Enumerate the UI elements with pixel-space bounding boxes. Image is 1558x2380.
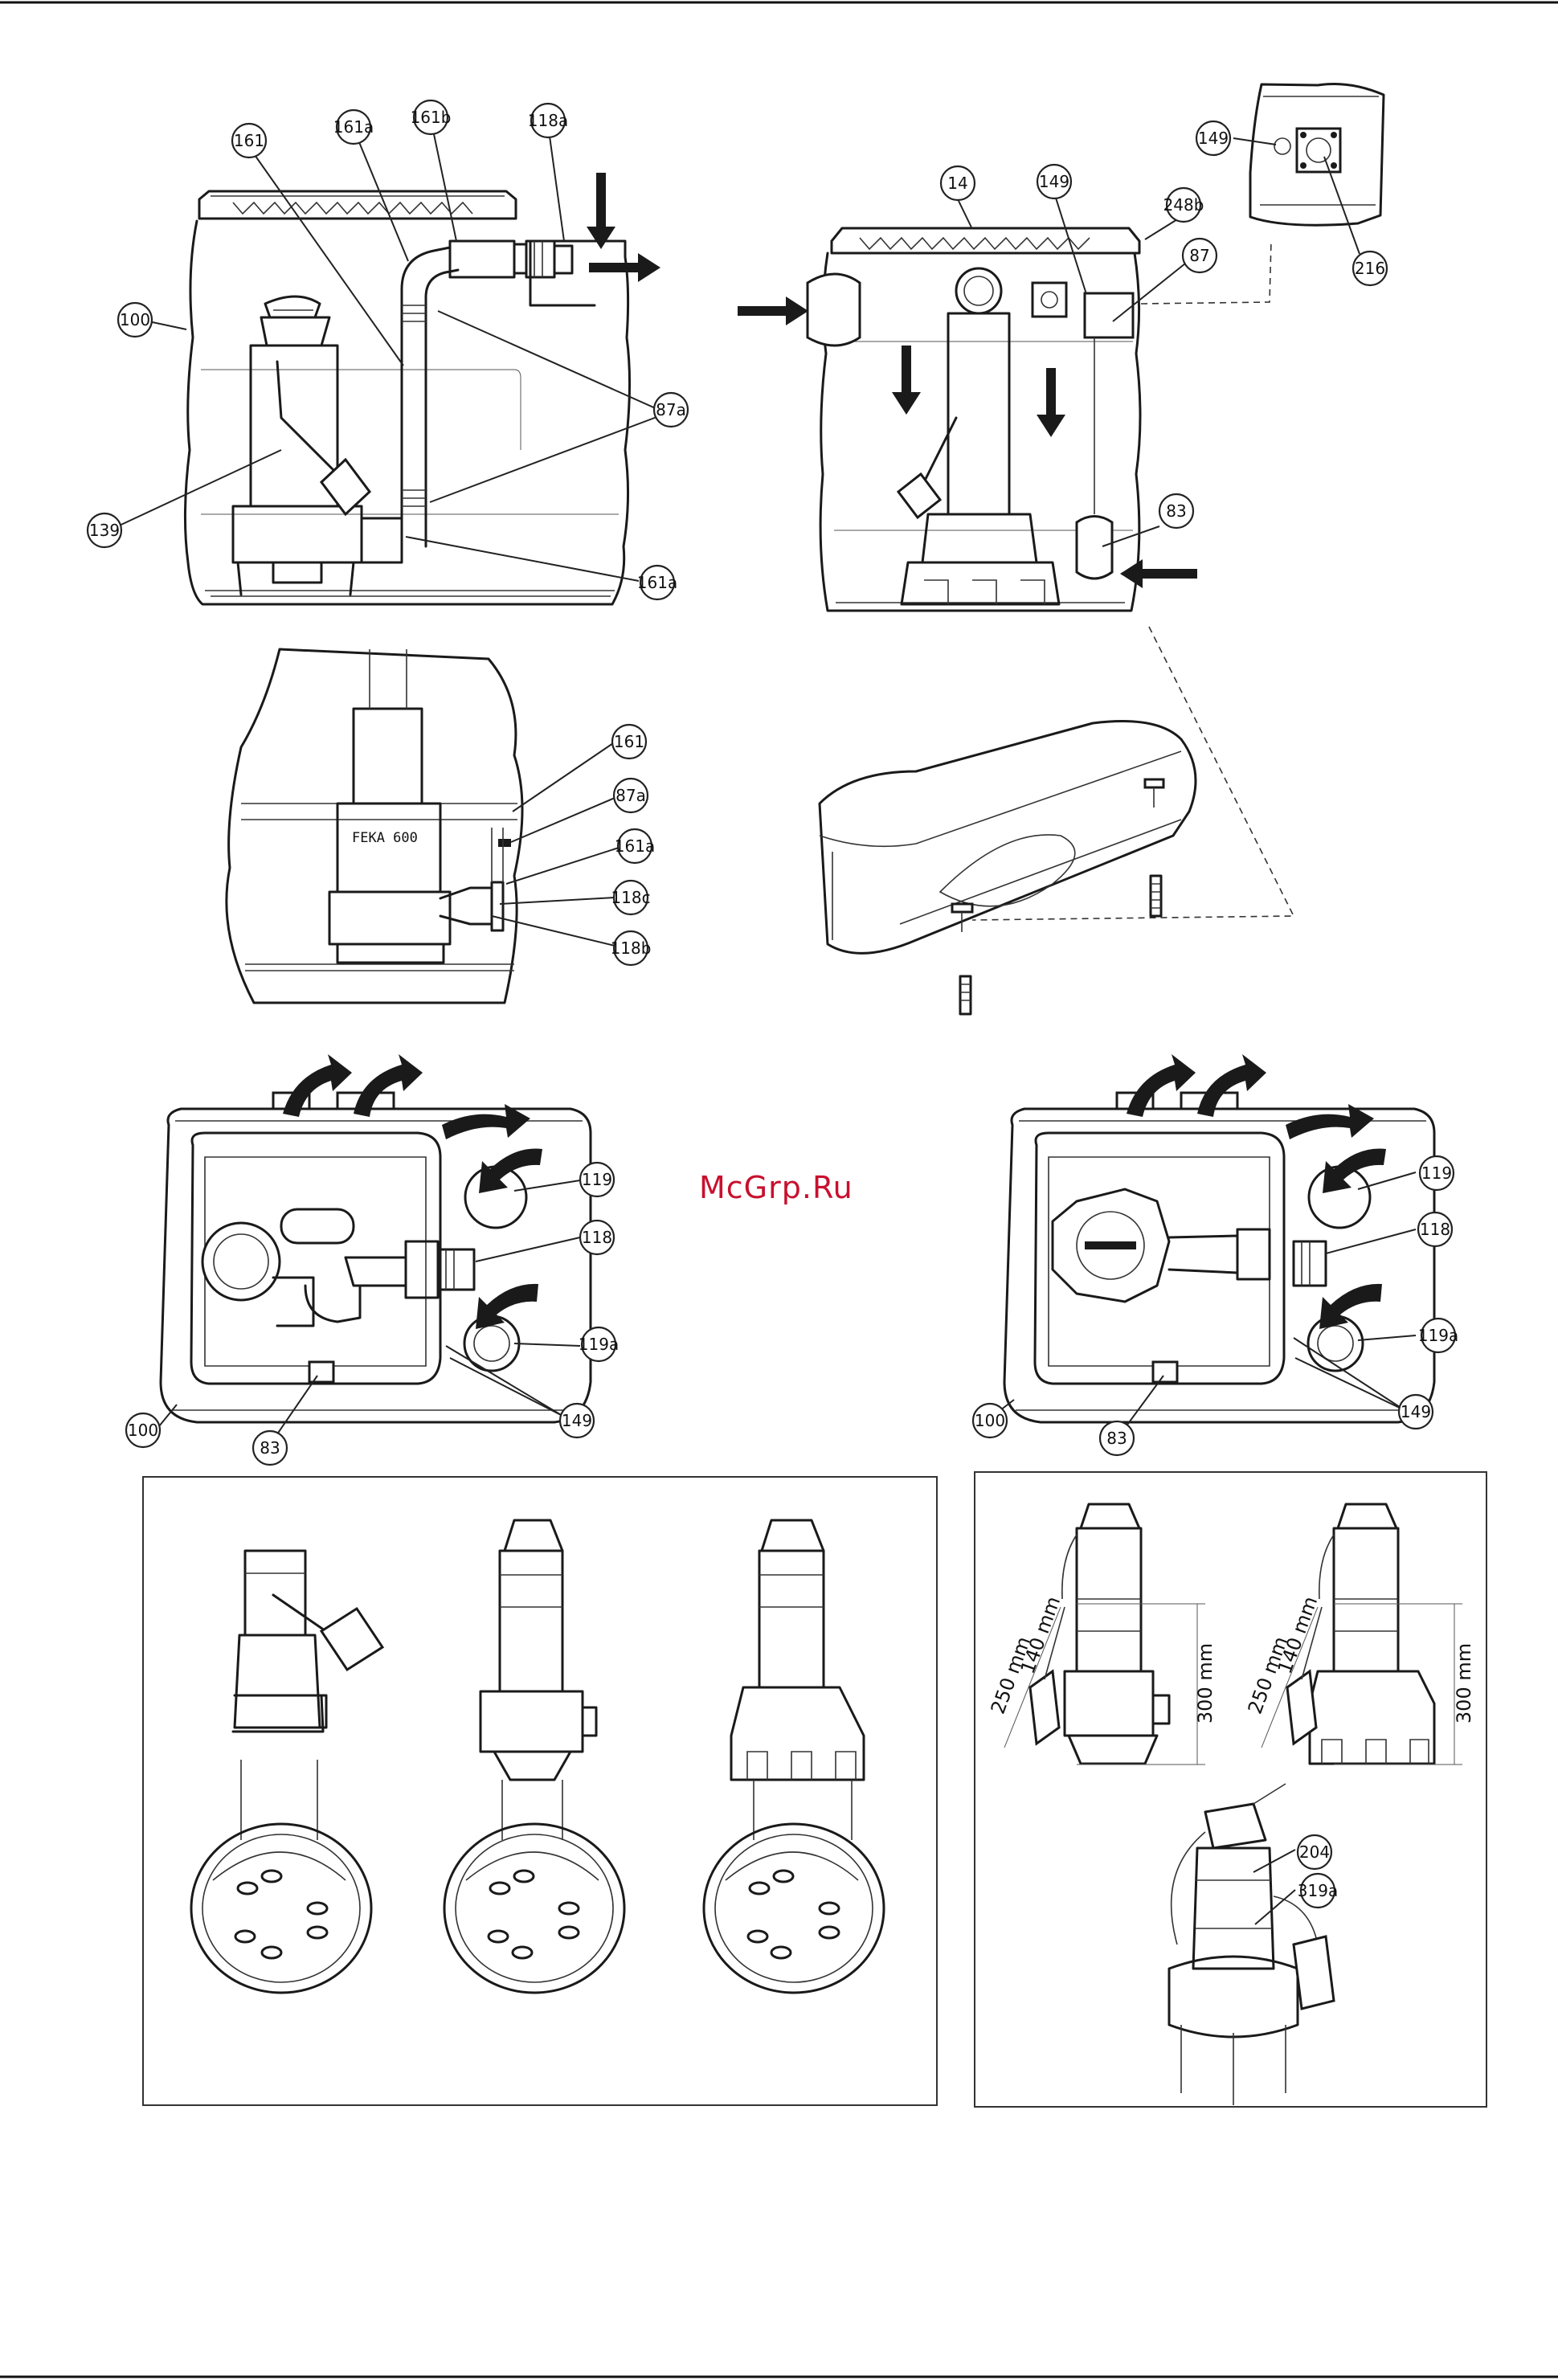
svg-text:216: 216: [1355, 259, 1385, 278]
svg-text:100: 100: [120, 310, 150, 329]
callout-149-inset: 149: [1196, 121, 1230, 155]
dim-140-right: 140 mm: [1274, 1593, 1323, 1677]
svg-text:149: 149: [562, 1411, 592, 1430]
svg-text:100: 100: [975, 1411, 1005, 1430]
svg-text:149: 149: [1039, 172, 1069, 191]
fig-tank-top-view-left: [159, 1054, 591, 1442]
svg-text:118: 118: [1420, 1220, 1450, 1239]
fig-tank-rear-view: [738, 84, 1384, 611]
callout-149: 149: [1037, 165, 1071, 198]
svg-text:87a: 87a: [615, 786, 646, 805]
callout-100-left: 100: [126, 1413, 160, 1447]
svg-text:118a: 118a: [528, 111, 568, 130]
svg-text:161a: 161a: [615, 836, 655, 856]
callout-83-rear: 83: [1159, 494, 1193, 528]
dim-300-right: 300 mm: [1453, 1643, 1475, 1724]
callout-87a-detail: 87a: [614, 779, 648, 812]
callout-204: 204: [1298, 1835, 1331, 1869]
watermark-text: McGrp.Ru: [699, 1170, 853, 1205]
svg-text:119a: 119a: [1418, 1326, 1458, 1345]
svg-text:204: 204: [1299, 1842, 1330, 1862]
dim-140-left: 140 mm: [1016, 1593, 1065, 1677]
callout-83-right: 83: [1100, 1421, 1134, 1455]
fig-tank-side-section: [112, 119, 660, 604]
svg-text:83: 83: [1166, 501, 1186, 521]
svg-text:100: 100: [128, 1421, 158, 1440]
dim-300-left: 300 mm: [1194, 1643, 1217, 1724]
callout-14: 14: [941, 166, 975, 200]
callout-87a: 87a: [654, 393, 688, 427]
callout-248b: 248b: [1163, 188, 1204, 222]
svg-text:83: 83: [1106, 1429, 1127, 1448]
callout-216: 216: [1353, 251, 1387, 285]
svg-text:149: 149: [1401, 1402, 1431, 1421]
callout-119a-left: 119a: [579, 1327, 619, 1361]
callout-119-left: 119: [580, 1163, 614, 1196]
svg-text:118: 118: [582, 1228, 612, 1247]
pump-model-label: FEKA 600: [352, 830, 418, 846]
dimension-labels: 250 mm 140 mm 300 mm 250 mm 140 mm 300 m…: [987, 1593, 1475, 1724]
svg-text:149: 149: [1198, 129, 1229, 148]
svg-text:87a: 87a: [656, 400, 686, 419]
callout-149-left: 149: [560, 1404, 594, 1437]
callout-139: 139: [88, 513, 121, 547]
callout-87: 87: [1183, 239, 1217, 272]
svg-text:118c: 118c: [611, 888, 650, 907]
frame-float-levels: [975, 1472, 1486, 2107]
svg-text:248b: 248b: [1163, 195, 1204, 215]
callout-119a-right: 119a: [1418, 1319, 1458, 1352]
callout-161b: 161b: [411, 100, 452, 134]
svg-text:161b: 161b: [411, 108, 452, 127]
callout-161a-detail: 161a: [615, 829, 655, 863]
callout-149-right: 149: [1399, 1395, 1433, 1429]
svg-text:161a: 161a: [333, 117, 374, 137]
callout-100: 100: [118, 303, 152, 337]
callout-161: 161: [232, 124, 266, 157]
svg-text:139: 139: [89, 521, 120, 540]
fig-pump-outlet-detail: FEKA 600: [227, 649, 619, 1003]
svg-text:14: 14: [947, 174, 967, 193]
svg-text:118b: 118b: [611, 939, 652, 958]
svg-text:87: 87: [1189, 246, 1209, 265]
callout-100-right: 100: [973, 1404, 1007, 1437]
frame-pump-bases: [143, 1477, 937, 2105]
svg-text:161: 161: [234, 131, 264, 150]
fig-pump-bases: [191, 1520, 884, 1993]
callout-118-left: 118: [580, 1221, 614, 1254]
svg-text:119: 119: [1421, 1163, 1452, 1183]
svg-text:119a: 119a: [579, 1335, 619, 1354]
fig-float-levels: [1004, 1504, 1462, 2105]
callout-118b: 118b: [611, 931, 652, 965]
svg-text:161: 161: [614, 732, 644, 751]
callout-119-right: 119: [1420, 1156, 1454, 1190]
svg-text:83: 83: [260, 1438, 280, 1458]
callout-118-right: 118: [1418, 1212, 1452, 1246]
callout-161a: 161a: [333, 110, 374, 144]
callout-161-detail: 161: [612, 725, 646, 759]
svg-text:161a: 161a: [637, 573, 677, 592]
svg-text:119: 119: [582, 1170, 612, 1189]
fig-tank-top-view-right: [990, 1054, 1434, 1437]
callout-118c: 118c: [611, 881, 650, 914]
callout-161a-low: 161a: [637, 566, 677, 599]
callout-118a: 118a: [528, 104, 568, 137]
fig-tank-base-fixing: [820, 627, 1294, 1014]
callout-83-left: 83: [253, 1431, 287, 1465]
svg-text:319a: 319a: [1298, 1881, 1338, 1900]
callout-319a: 319a: [1298, 1874, 1338, 1908]
